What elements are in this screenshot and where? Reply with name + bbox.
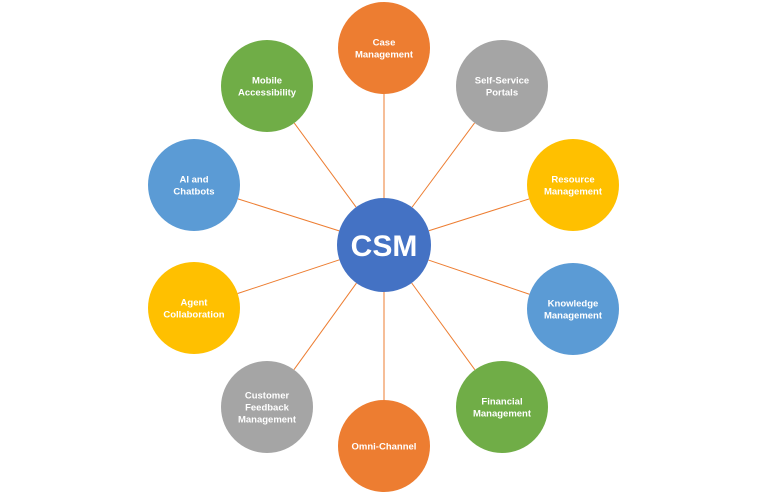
node-circle	[221, 40, 313, 132]
node-label: Feedback	[245, 403, 290, 414]
node-circle	[338, 400, 430, 492]
connector-ai-and-chatbots	[237, 198, 340, 232]
node-label: Knowledge	[548, 299, 599, 310]
node-label: Portals	[486, 88, 518, 99]
node-label: Collaboration	[163, 310, 224, 321]
node-label: Self-Service	[475, 76, 529, 87]
connector-self-service-portals	[411, 122, 475, 208]
node-label: Accessibility	[238, 88, 297, 99]
hub-label: CSM	[351, 230, 418, 263]
node-circle	[338, 2, 430, 94]
node-label: Omni-Channel	[352, 442, 417, 453]
node-circle	[148, 139, 240, 231]
connector-financial-management	[411, 282, 476, 371]
node-label: Mobile	[252, 76, 282, 87]
node-omni-channel: Omni-Channel	[338, 400, 430, 492]
node-label: Management	[544, 187, 603, 198]
node-circle	[527, 139, 619, 231]
hub-node: CSM	[337, 198, 431, 292]
node-circle	[456, 40, 548, 132]
node-label: Financial	[481, 397, 522, 408]
node-label: Chatbots	[173, 187, 214, 198]
connector-lines	[237, 94, 530, 400]
node-label: AI and	[179, 175, 208, 186]
node-label: Resource	[551, 175, 594, 186]
connector-mobile-accessibility	[293, 122, 357, 208]
hub-circle	[337, 198, 431, 292]
node-label: Agent	[181, 298, 209, 309]
node-circle	[456, 361, 548, 453]
node-label: Management	[544, 311, 603, 322]
node-circle	[148, 262, 240, 354]
node-circle	[527, 263, 619, 355]
node-label: Customer	[245, 391, 290, 402]
node-circle	[221, 361, 313, 453]
node-label: Management	[238, 415, 297, 426]
satellite-nodes: CaseManagementSelf-ServicePortalsResourc…	[148, 2, 619, 492]
node-label: Case	[373, 38, 396, 49]
node-label: Management	[355, 50, 414, 61]
connector-agent-collaboration	[237, 259, 340, 294]
connector-resource-management	[428, 198, 530, 232]
connector-knowledge-management	[428, 259, 530, 295]
node-label: Management	[473, 409, 532, 420]
connector-customer-feedback-management	[293, 282, 357, 371]
